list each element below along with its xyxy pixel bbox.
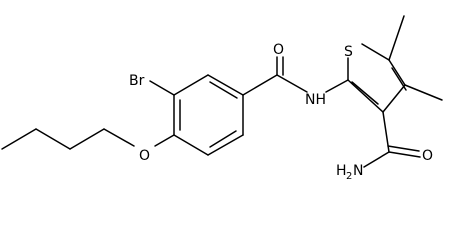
bond <box>173 134 209 156</box>
methyl-bond <box>388 15 405 61</box>
bond <box>242 74 278 96</box>
bond <box>149 80 175 96</box>
bond <box>382 84 406 113</box>
bond <box>363 151 390 168</box>
bond <box>35 128 71 150</box>
bond <box>207 74 244 96</box>
methyl-bond <box>404 84 443 101</box>
benzene-ring <box>173 74 244 156</box>
bond <box>276 74 308 93</box>
bond <box>207 134 244 156</box>
nh-label: NH <box>305 92 326 108</box>
bond <box>361 43 390 61</box>
amine-n-label: N <box>353 163 363 179</box>
amine-subscript-label: 2 <box>346 171 352 182</box>
molecule-structure: S O NH Br O O H 2 N <box>1 15 443 182</box>
bromine-label: Br <box>129 73 145 89</box>
ether-oxygen-label: O <box>139 148 150 164</box>
bond <box>173 74 209 96</box>
double-bond-inner <box>209 130 237 148</box>
amine-h-label: H <box>336 163 347 179</box>
carbonyl-double-bond <box>387 145 420 152</box>
bond <box>154 134 175 147</box>
double-bond-inner <box>351 81 379 105</box>
bond <box>388 59 406 86</box>
bond <box>1 128 37 150</box>
bond <box>347 79 384 113</box>
carboxamide-oxygen-label: O <box>422 148 433 164</box>
thiophene-ring <box>347 43 407 113</box>
bond <box>103 128 135 147</box>
carbonyl-double-bond <box>388 151 421 158</box>
amide-oxygen-label: O <box>273 42 284 58</box>
double-bond-inner <box>391 67 407 91</box>
bond <box>69 128 105 150</box>
double-bond-inner <box>209 81 238 99</box>
bond <box>325 79 349 93</box>
sulfur-label: S <box>344 44 353 60</box>
